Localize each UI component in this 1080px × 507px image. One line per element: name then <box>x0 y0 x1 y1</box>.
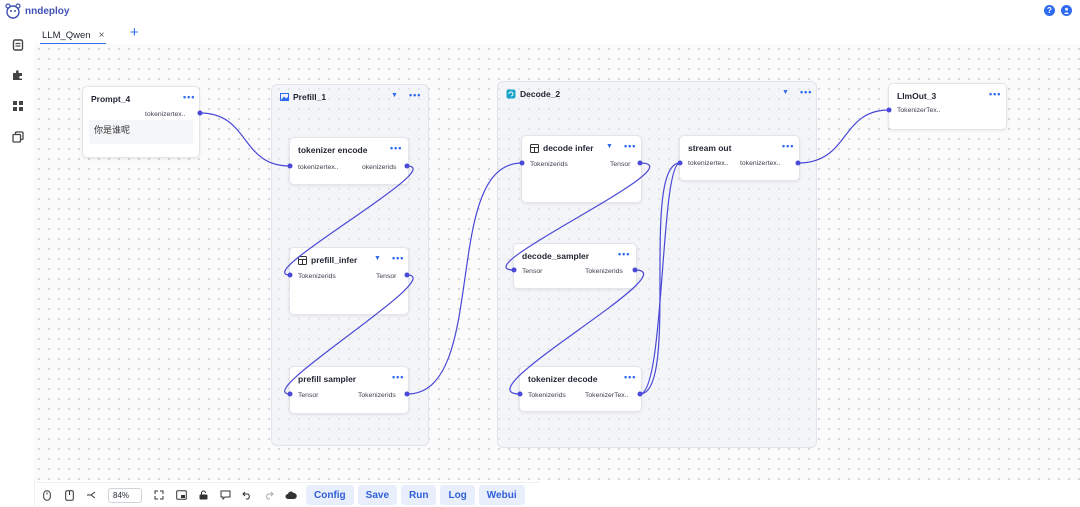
bottom-toolbar: 84% Config Save Run Log Webui <box>36 482 540 507</box>
stream-out-title: stream out <box>688 143 732 153</box>
mouse-icon[interactable] <box>40 488 54 502</box>
llmout-title: LlmOut_3 <box>897 91 937 101</box>
prefill-infer-title: prefill_infer <box>311 255 358 265</box>
prefill-sampler-node[interactable]: prefill sampler ••• Tensor Tokenizerids <box>289 366 409 414</box>
prefill-group-title: Prefill_1 <box>293 92 327 102</box>
webui-button[interactable]: Webui <box>478 485 525 505</box>
decode-infer-out-port: Tensor <box>610 161 631 168</box>
user-icon[interactable] <box>1061 5 1072 16</box>
decode-sampler-title: decode_sampler <box>522 251 590 261</box>
tokenizer-decode-out-port: TokenizerTex.. <box>585 392 629 399</box>
zoom-input[interactable]: 84% <box>108 487 142 503</box>
prefill-infer-in-port: Tokenizerids <box>298 273 336 280</box>
decode-infer-node[interactable]: decode infer ▼ ••• Tokenizerids Tensor <box>521 135 642 203</box>
tab-label: LLM_Qwen <box>42 29 91 41</box>
tokenizer-decode-title: tokenizer decode <box>528 374 598 384</box>
decode-sampler-node[interactable]: decode_sampler ••• Tensor Tokenizerids <box>513 243 637 289</box>
more-icon[interactable]: ••• <box>183 92 196 102</box>
auto-layout-icon[interactable] <box>84 488 98 502</box>
tokenizer-decode-node[interactable]: tokenizer decode ••• Tokenizerids Tokeni… <box>519 366 642 412</box>
close-icon[interactable]: × <box>98 29 105 41</box>
cloud-icon[interactable] <box>284 488 298 502</box>
sidebar <box>0 24 35 506</box>
prompt-out-port-label: tokenizertex.. <box>145 111 186 118</box>
prefill-sampler-out-port: Tokenizerids <box>358 392 396 399</box>
decode-infer-title: decode infer <box>543 143 594 153</box>
prompt-text-input[interactable]: 你是谁呢 <box>89 120 193 144</box>
llmout-in-port: TokenizerTex.. <box>897 107 941 114</box>
more-icon[interactable]: ••• <box>782 141 795 151</box>
top-bar: nndeploy ? <box>0 0 1080 25</box>
lock-icon[interactable] <box>196 488 210 502</box>
prompt-node-title: Prompt_4 <box>91 94 131 104</box>
tab-bar: LLM_Qwen × + <box>34 24 1080 45</box>
prefill-sampler-in-port: Tensor <box>298 392 319 399</box>
more-icon[interactable]: ••• <box>624 372 637 382</box>
more-icon[interactable]: ••• <box>392 372 405 382</box>
model-icon <box>530 143 539 153</box>
save-button[interactable]: Save <box>357 485 398 505</box>
tokenizer-encode-out-port: okenizerids <box>362 164 397 171</box>
more-icon[interactable]: ••• <box>409 90 422 100</box>
log-button[interactable]: Log <box>440 485 475 505</box>
plugin-icon[interactable] <box>11 68 25 82</box>
config-button[interactable]: Config <box>306 485 354 505</box>
decode-sampler-out-port: Tokenizerids <box>585 268 623 275</box>
fit-view-icon[interactable] <box>152 488 166 502</box>
loop-icon <box>506 89 516 99</box>
stream-out-in-port: tokenizertex.. <box>688 160 729 167</box>
prefill-infer-node[interactable]: prefill_infer ▼ ••• Tokenizerids Tensor <box>289 247 409 315</box>
prefill-infer-out-port: Tensor <box>376 273 397 280</box>
chevron-down-icon[interactable]: ▼ <box>782 89 789 96</box>
model-icon <box>298 255 307 265</box>
more-icon[interactable]: ••• <box>800 87 813 97</box>
llmout-node[interactable]: LlmOut_3 ••• TokenizerTex.. <box>888 83 1007 130</box>
more-icon[interactable]: ••• <box>989 89 1002 99</box>
more-icon[interactable]: ••• <box>390 143 403 153</box>
tokenizer-decode-in-port: Tokenizerids <box>528 392 566 399</box>
redo-icon[interactable] <box>262 488 276 502</box>
decode-sampler-in-port: Tensor <box>522 268 543 275</box>
more-icon[interactable]: ••• <box>624 141 637 151</box>
document-icon[interactable] <box>11 38 25 52</box>
help-icon[interactable]: ? <box>1044 5 1055 16</box>
add-tab-icon[interactable]: + <box>130 24 139 41</box>
stream-out-out-port: tokenizertex.. <box>740 160 781 167</box>
app-logo[interactable]: nndeploy <box>4 2 69 20</box>
chevron-down-icon[interactable]: ▼ <box>606 143 613 150</box>
chevron-down-icon[interactable]: ▼ <box>374 255 381 262</box>
undo-icon[interactable] <box>240 488 254 502</box>
logo-icon <box>5 3 21 19</box>
apps-icon[interactable] <box>11 99 25 113</box>
prefill-sampler-title: prefill sampler <box>298 374 357 384</box>
copy-icon[interactable] <box>11 130 25 144</box>
tokenizer-encode-node[interactable]: tokenizer encode ••• tokenizertex.. oken… <box>289 137 409 185</box>
tokenizer-encode-in-port: tokenizertex.. <box>298 164 339 171</box>
more-icon[interactable]: ••• <box>392 253 405 263</box>
decode-infer-in-port: Tokenizerids <box>530 161 568 168</box>
tab-llm-qwen[interactable]: LLM_Qwen × <box>40 27 107 45</box>
tokenizer-encode-title: tokenizer encode <box>298 145 368 155</box>
comment-icon[interactable] <box>218 488 232 502</box>
stream-out-node[interactable]: stream out ••• tokenizertex.. tokenizert… <box>679 135 800 181</box>
more-icon[interactable]: ••• <box>618 249 631 259</box>
run-button[interactable]: Run <box>401 485 437 505</box>
image-icon <box>280 93 289 101</box>
minimap-icon[interactable] <box>174 488 188 502</box>
app-brand: nndeploy <box>25 5 70 17</box>
prompt-node[interactable]: Prompt_4 ••• tokenizertex.. 你是谁呢 <box>82 86 200 158</box>
trackpad-icon[interactable] <box>62 488 76 502</box>
decode-group-title: Decode_2 <box>520 89 561 99</box>
chevron-down-icon[interactable]: ▼ <box>391 92 398 99</box>
